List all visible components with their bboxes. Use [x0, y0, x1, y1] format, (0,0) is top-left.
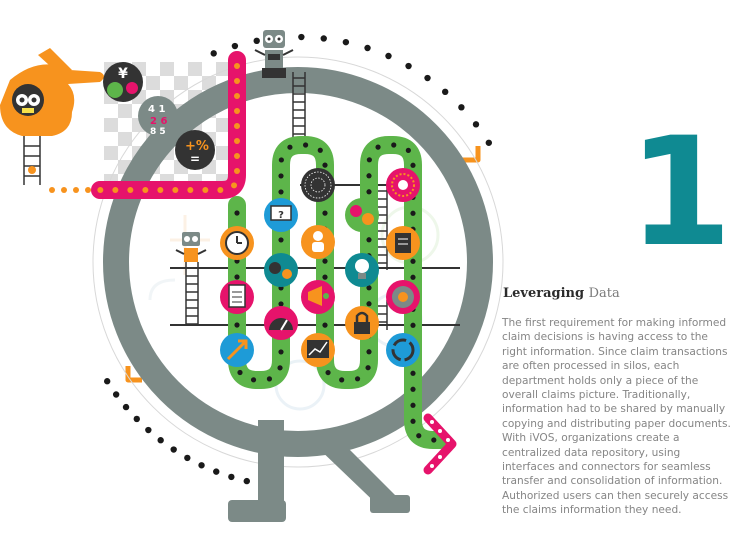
target-icon: [386, 280, 420, 314]
arrow-head-orange-top: [462, 146, 481, 163]
gray-letter-shape: [103, 67, 493, 522]
arrows-icon: [220, 333, 254, 367]
arrow-head-orange-bottom: [125, 366, 142, 383]
thin-outer-ring: [92, 56, 504, 468]
body-paragraph: The first requirement for making informe…: [502, 317, 731, 517]
swirls-icon: [345, 198, 379, 232]
heading-part-2: Data: [588, 286, 620, 301]
hand-ladder: [23, 136, 41, 185]
pointing-hand: [0, 48, 104, 136]
document-icon: [386, 226, 420, 260]
gears-icon: [264, 253, 298, 287]
numbers-icon: 4 1 2 6 8 5: [138, 96, 178, 137]
svg-text:=: =: [190, 152, 200, 166]
small-orange-figure: [28, 166, 36, 174]
magenta-arrow-dots: [430, 420, 450, 468]
chart-icon: [301, 333, 335, 367]
svg-text:8 5: 8 5: [150, 127, 166, 137]
lightbulb-icon: [345, 253, 379, 287]
cycle-icon: [386, 333, 420, 367]
svg-text:¥: ¥: [118, 66, 128, 82]
megaphone-icon: [301, 280, 335, 314]
currency-icon: ¥: [103, 62, 143, 102]
question-screen-icon: ?: [264, 198, 298, 232]
magenta-arrow: [423, 413, 457, 475]
heading-part-1: Leveraging: [503, 286, 589, 301]
svg-text:?: ?: [278, 210, 284, 221]
svg-text:2 6: 2 6: [150, 116, 167, 127]
person-icon: [301, 225, 335, 259]
robot-middle: [175, 232, 207, 262]
lock-icon: [345, 306, 379, 340]
robot-top: [254, 30, 294, 78]
math-icon: +% =: [175, 130, 215, 170]
clock-icon: [220, 226, 254, 260]
dotted-arc-top: [210, 33, 493, 146]
gauge-icon: [264, 306, 298, 340]
illustration: ¥ 4 1 2 6 8 5 +% = ?: [0, 30, 504, 522]
svg-text:4 1: 4 1: [148, 104, 165, 115]
firework-icon: [386, 168, 420, 202]
step-number: 1: [628, 106, 733, 280]
magenta-track-dots: [97, 63, 240, 194]
svg-text:+%: +%: [185, 139, 209, 154]
clipboard-icon: [220, 280, 254, 314]
mesh-sphere-icon: [301, 168, 335, 202]
orange-dotted-line: [49, 187, 91, 193]
section-heading: Leveraging Data: [503, 286, 620, 301]
